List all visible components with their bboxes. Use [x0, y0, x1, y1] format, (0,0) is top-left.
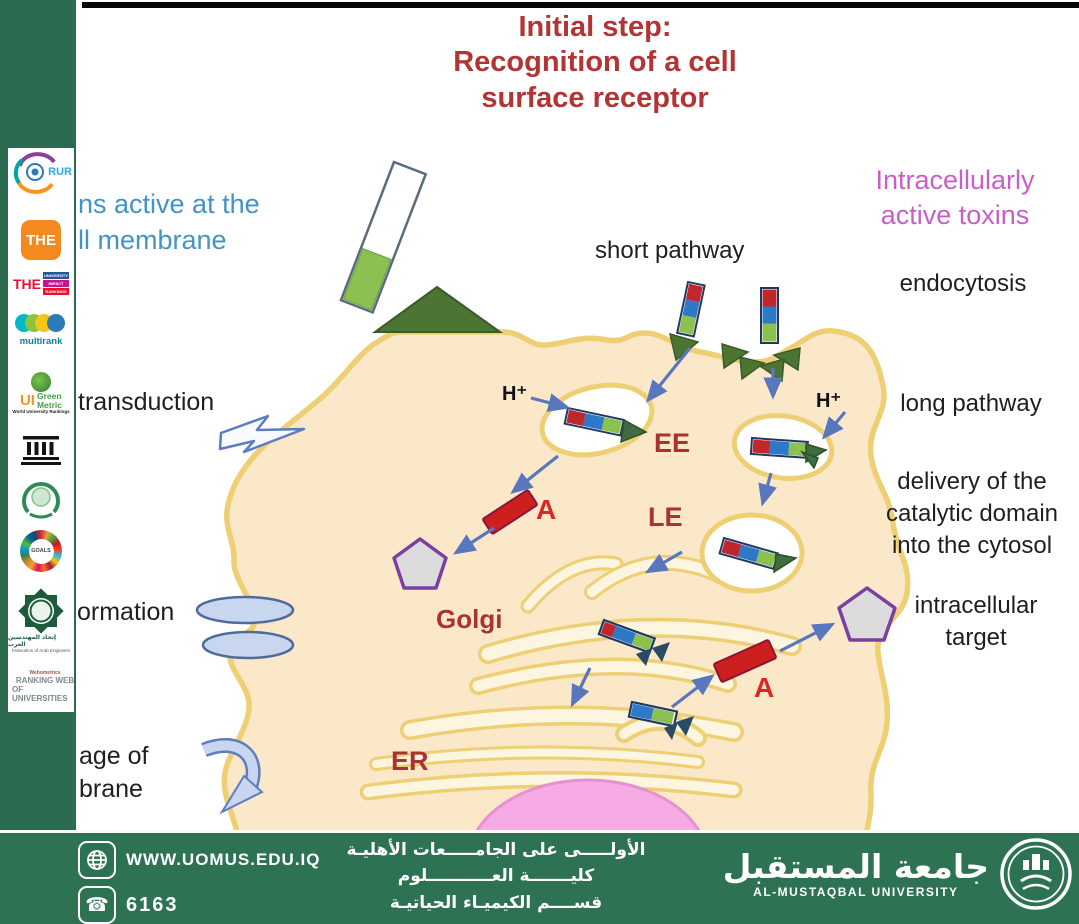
- footer-arabic-line3: قســــم الكيميـاء الحياتيـة: [389, 892, 603, 913]
- logo-the-impact-rankings: THE UNIVERSITY IMPACT RANKINGS: [8, 272, 74, 310]
- webometrics-line1: RANKING WEB: [15, 676, 75, 685]
- label-le: LE: [648, 502, 683, 532]
- phone-row: ☎ 6163: [78, 886, 320, 924]
- label-golgi: Golgi: [436, 604, 503, 634]
- logo-ui-greenmetric: UI Green Metric World University Ranking…: [8, 372, 74, 430]
- footer-arabic-line2: كليـــــــة العـــــــــــلوم: [397, 866, 595, 887]
- label-a-right: A: [754, 672, 775, 703]
- label-endocytosis: endocytosis: [899, 270, 1027, 297]
- greenmetric-sub-label: World University Rankings: [12, 409, 70, 414]
- target-pentagon-left: [392, 537, 448, 590]
- webometrics-label: Webometrics: [29, 670, 61, 676]
- arab-engineers-arabic-label: إتحاد المهندسين العرب: [8, 634, 57, 648]
- website-row: WWW.UOMUS.EDU.IQ: [78, 841, 320, 879]
- footer-arabic-text: الأولـــــى على الجامـــــعات الأهليـة ك…: [318, 837, 674, 916]
- label-pore-formation: ormation: [77, 598, 175, 626]
- multirank-label: multirank: [19, 336, 63, 347]
- impact-bar-rankings: RANKINGS: [43, 288, 69, 295]
- label-membrane-active-toxins: ns active at the ll membrane: [78, 189, 260, 256]
- toxin-in-er: [627, 700, 694, 740]
- logo-arab-engineers: إتحاد المهندسين العرب Federation of Arab…: [8, 588, 74, 660]
- label-h-plus-left: H⁺: [502, 383, 527, 405]
- university-name-english: AL-MUSTAQBAL UNIVERSITY: [753, 885, 959, 900]
- label-ee: EE: [654, 428, 691, 458]
- logo-webometrics: Webometrics RANKING WEB OF UNIVERSITIES: [8, 670, 78, 706]
- toxin-in-golgi: [597, 618, 670, 666]
- slide-area: Initial step: Recognition of a cell surf…: [76, 0, 1079, 833]
- toxin-in-ee-right: [749, 436, 828, 470]
- label-short-pathway: short pathway: [595, 237, 745, 264]
- label-intracellular-target: intracellular target: [914, 592, 1038, 651]
- toxin-endocytosis: [721, 287, 801, 383]
- university-name-arabic: جامعة المستقبل: [722, 846, 989, 886]
- target-pentagon-right: [837, 586, 897, 642]
- university-emblem: [1000, 838, 1072, 910]
- logo-rur: RUR: [8, 150, 74, 208]
- label-intracellular-toxins: Intracellularly active toxins: [875, 165, 1035, 231]
- impact-bar-university: UNIVERSITY: [43, 272, 69, 279]
- website-url: WWW.UOMUS.EDU.IQ: [126, 850, 321, 869]
- toxin-in-ee-left: [563, 406, 648, 444]
- arab-universities-wreath-icon: [22, 482, 60, 519]
- phone-icon: ☎: [78, 886, 116, 924]
- phone-number: 6163: [126, 893, 179, 916]
- receptor-triangle-large: [371, 285, 504, 333]
- logo-the: THE: [8, 220, 74, 266]
- endoplasmic-reticulum: [359, 705, 744, 801]
- footer-arabic-line1: الأولـــــى على الجامـــــعات الأهليـة: [346, 840, 646, 860]
- toxin-syringe: [339, 160, 428, 314]
- cell-diagram: [195, 160, 911, 833]
- pore-discs: [195, 595, 295, 660]
- greenmetric-green-label: Green: [36, 391, 62, 401]
- greenmetric-metric-label: Metric: [36, 399, 63, 410]
- pathway-arrows: [452, 346, 847, 709]
- contact-block: WWW.UOMUS.EDU.IQ ☎ 6163: [78, 841, 320, 924]
- university-brand: جامعة المستقبل AL-MUSTAQBAL UNIVERSITY: [723, 837, 1073, 911]
- curved-arrow-icon: [201, 738, 264, 815]
- label-a-left: A: [536, 494, 557, 525]
- logo-columns-building: [8, 434, 74, 468]
- label-delivery: delivery of the catalytic domain into th…: [885, 468, 1059, 559]
- label-membrane-damage: age of brane: [79, 742, 149, 803]
- arab-engineers-star-icon: [18, 588, 64, 634]
- label-transduction: transduction: [78, 388, 215, 416]
- a-subunit-right: [713, 639, 777, 683]
- top-black-line: [82, 2, 1079, 8]
- footer-bar: WWW.UOMUS.EDU.IQ ☎ 6163 الأولـــــى على …: [0, 830, 1079, 924]
- a-subunit-left: [482, 489, 538, 535]
- rur-swirl-icon: [13, 152, 56, 194]
- label-er: ER: [391, 746, 429, 776]
- rankings-logo-rail: RUR THE THE UNIVERSITY IMPACT RANKINGS: [8, 148, 74, 712]
- columns-building-icon: [21, 436, 61, 465]
- multirank-circles-icon: [13, 312, 69, 336]
- the-label: THE: [21, 220, 61, 260]
- greenmetric-ui-label: UI: [19, 392, 35, 409]
- sdg-ring-icon: GOALS: [20, 530, 62, 572]
- label-long-pathway: long pathway: [900, 390, 1042, 417]
- logo-multirank: multirank: [8, 312, 74, 364]
- rur-label: RUR: [48, 166, 72, 178]
- toxin-short-pathway: [668, 280, 706, 362]
- arab-engineers-english-label: Federation of Arab Engineers: [11, 648, 71, 653]
- the-impact-label: THE: [13, 275, 41, 292]
- slide-title: Initial step: Recognition of a cell surf…: [453, 11, 737, 114]
- logo-arab-universities: [8, 476, 74, 526]
- sdg-core-label: GOALS: [28, 538, 54, 564]
- label-h-plus-right: H⁺: [816, 390, 841, 412]
- globe-icon: [78, 841, 116, 879]
- toxin-in-le: [718, 536, 798, 574]
- webometrics-line2: OF UNIVERSITIES: [12, 685, 68, 704]
- logo-sdg: GOALS: [8, 530, 74, 580]
- impact-bar-impact: IMPACT: [43, 280, 69, 287]
- lightning-icon: [218, 414, 306, 454]
- greenmetric-globe-icon: [31, 372, 51, 392]
- nucleus: [474, 778, 702, 833]
